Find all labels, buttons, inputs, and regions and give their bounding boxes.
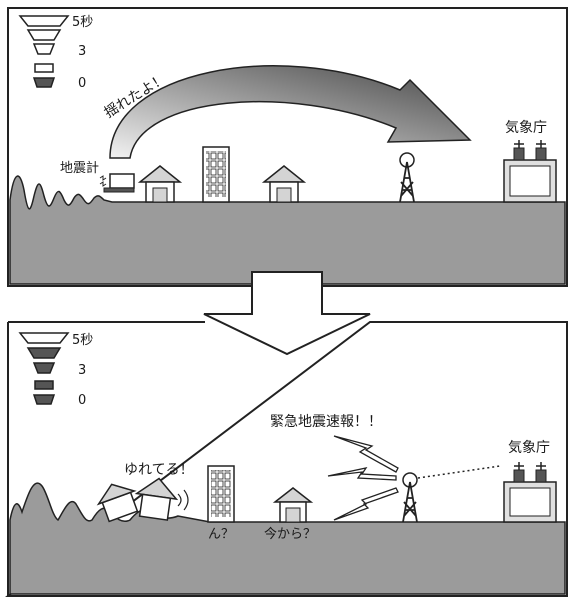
- scale-label-5s: 5秒: [72, 333, 93, 348]
- alert-text: 緊急地震速報！！: [270, 414, 382, 430]
- seismometer-label: 地震計: [60, 160, 99, 176]
- jma-label: 気象庁: [508, 440, 550, 456]
- house-text: 今から？: [264, 526, 316, 542]
- building-text: ん？: [208, 527, 234, 542]
- scale-label-0: 0: [78, 76, 86, 91]
- house-icon: [275, 488, 311, 522]
- radio-tower-icon: [403, 473, 417, 522]
- building-icon: [203, 147, 229, 202]
- house-icon: [134, 476, 179, 521]
- scale-label-5s: 5秒: [72, 15, 93, 30]
- lightning-icon: [328, 436, 398, 520]
- hourglass-scale-icon: [20, 333, 68, 404]
- jma-building-icon: [504, 462, 556, 522]
- shaking-text: ゆれてる！: [124, 462, 194, 478]
- scale-label-3: 3: [78, 363, 86, 378]
- scale-label-0: 0: [78, 393, 86, 408]
- jma-label: 気象庁: [505, 120, 547, 136]
- bottom-panel: 5秒 3 0 ゆれてる！ ん？ 今から？ 緊急地震速報！！: [8, 322, 567, 596]
- top-panel: 5秒 3 0 揺れたよ！ 地震計: [8, 8, 567, 286]
- scale-label-3: 3: [78, 44, 86, 59]
- signal-link: [418, 466, 500, 478]
- building-icon: [208, 466, 234, 522]
